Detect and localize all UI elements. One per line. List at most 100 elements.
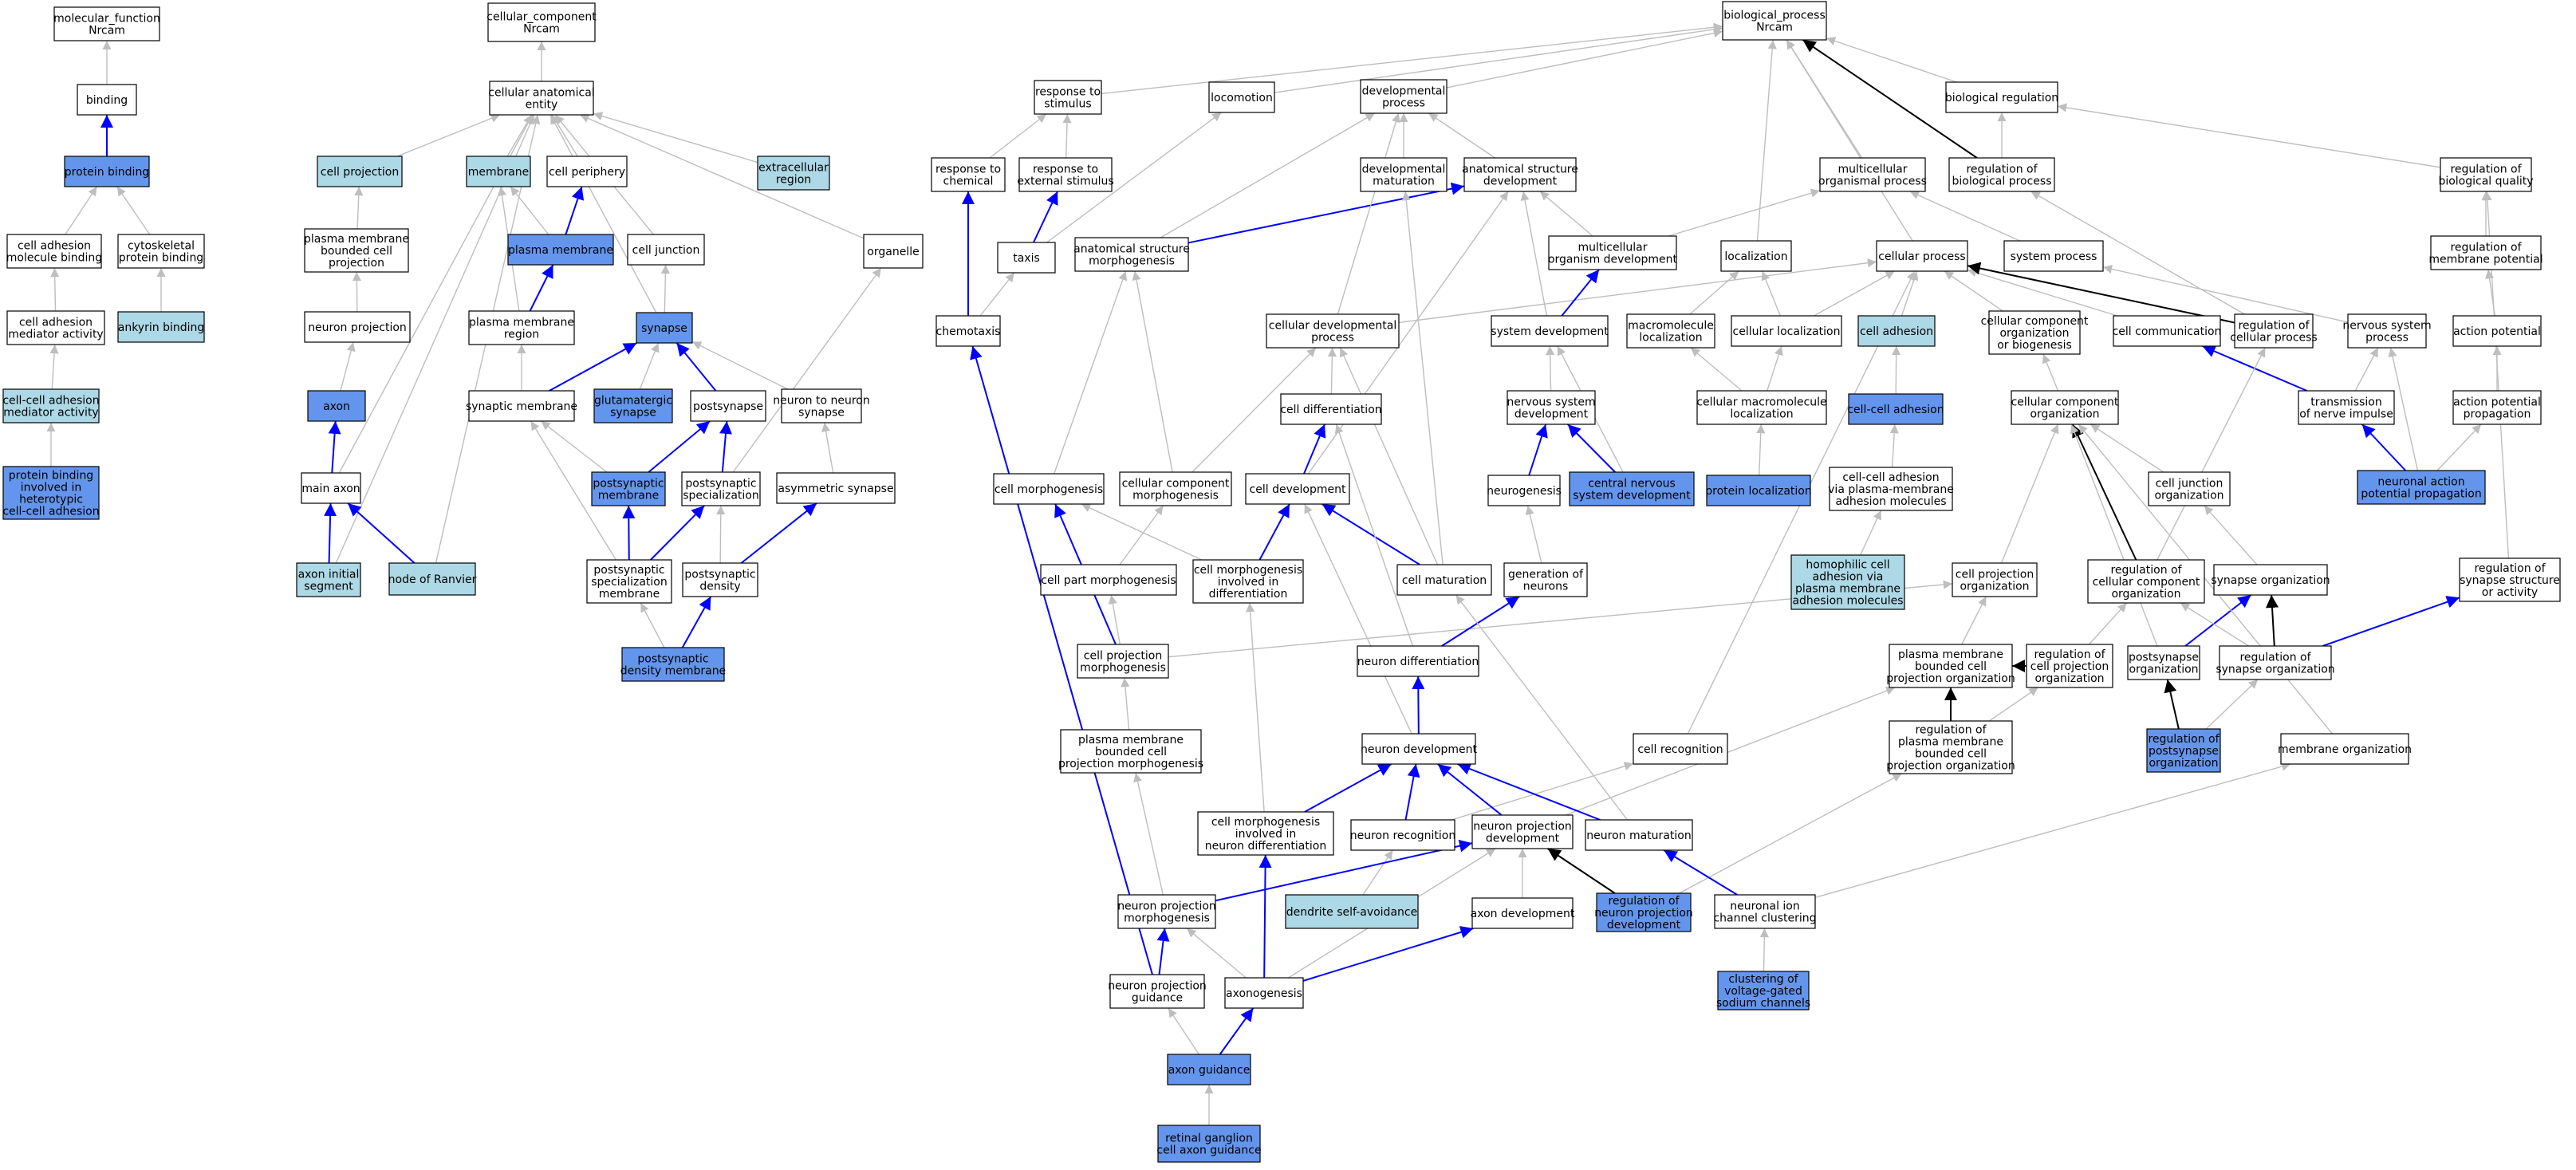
- node-label-line: central nervous: [1588, 478, 1676, 490]
- edge-npmorph-to-npdev: [1215, 839, 1473, 902]
- go-term-node: neuron development: [1361, 733, 1478, 765]
- node-box: [1034, 80, 1102, 115]
- node-label-line: cell axon guidance: [1156, 1144, 1261, 1157]
- edge-pm-to-cellperiph: [565, 186, 585, 235]
- edge-cmineurdiff-to-neurdev: [1304, 763, 1392, 813]
- edge-cellpartmorph-to-ccmorph: [1119, 505, 1164, 565]
- node-box: [1585, 819, 1693, 851]
- node-label-line: adhesion via: [1813, 571, 1884, 584]
- node-box: [77, 84, 137, 116]
- node-box: [1731, 315, 1842, 347]
- go-term-node: dendrite self-avoidance: [1285, 894, 1419, 929]
- node-label-line: macromolecule: [1628, 320, 1714, 333]
- edge-dendself-to-neurrecog: [1362, 849, 1393, 896]
- node-label-line: cell junction: [2156, 478, 2223, 490]
- node-label-line: organismal process: [1818, 175, 1927, 188]
- node-box: [1463, 157, 1577, 192]
- node-box: [2127, 645, 2200, 680]
- edge-axonogenesis-to-axondev: [1302, 926, 1474, 982]
- node-label-line: Nrcam: [1756, 22, 1793, 34]
- node-label-line: dendrite self-avoidance: [1286, 906, 1417, 919]
- node-box: [1952, 562, 2038, 597]
- edge-genneur-to-neurogenesis: [1525, 505, 1542, 564]
- node-label-line: synaptic membrane: [466, 400, 577, 413]
- edge-axonguid-to-npguid: [1168, 1007, 1199, 1055]
- node-label-line: cell adhesion: [1860, 325, 1933, 338]
- go-term-node: cell maturation: [1396, 564, 1492, 596]
- node-label-line: organelle: [867, 246, 919, 258]
- node-label-line: development: [1607, 919, 1681, 932]
- edge-devproc-to-bp: [1446, 29, 1723, 89]
- node-box: [591, 471, 666, 506]
- node-label-line: molecular_function: [53, 13, 160, 26]
- node-label-line: organization: [1960, 581, 2029, 593]
- node-label-line: neurogenesis: [1487, 485, 1562, 498]
- go-term-node: cell development: [1245, 473, 1350, 505]
- edge-regccorg-to-ccorg: [2071, 423, 2137, 561]
- node-label-line: guidance: [1132, 992, 1183, 1005]
- node-box: [1569, 471, 1695, 506]
- node-label-line: cytoskeletal: [128, 240, 195, 253]
- node-box: [1948, 157, 2055, 192]
- node-label-line: via plasma-membrane: [1828, 483, 1954, 496]
- edge-nsproc-to-sysproc: [2102, 264, 2349, 323]
- edge-cellloc-to-cellproc: [1814, 270, 1895, 317]
- node-box: [1117, 894, 1216, 929]
- node-box: [2440, 157, 2532, 192]
- node-label-line: of nerve impulse: [2299, 408, 2393, 421]
- go-term-node: neuron projection: [304, 311, 411, 343]
- node-box: [2452, 390, 2542, 425]
- node-label-line: entity: [526, 99, 558, 112]
- node-label-line: adhesion molecules: [1792, 595, 1903, 608]
- edge-taxis-to-respext: [1033, 191, 1059, 243]
- node-label-line: cell junction: [632, 244, 700, 257]
- node-label-line: mediator activity: [8, 329, 103, 341]
- node-label-line: synapse: [798, 407, 845, 420]
- node-box: [487, 2, 596, 42]
- go-term-node: neuron recognition: [1350, 819, 1455, 851]
- edge-psdmem-to-psd: [681, 596, 712, 648]
- node-box: [546, 156, 628, 187]
- node-label-line: biological process: [1952, 175, 2052, 188]
- node-label-line: postsynaptic: [684, 569, 755, 581]
- node-box: [1829, 467, 1953, 511]
- node-label-line: involved in: [21, 482, 82, 494]
- node-label-line: postsynapse: [693, 400, 763, 413]
- node-box: [636, 312, 693, 344]
- go-term-node: cell part morphogenesis: [1040, 564, 1177, 596]
- go-term-node: cell adhesion: [1857, 315, 1936, 347]
- node-label-line: cellular process: [1878, 250, 1965, 263]
- node-label-line: density: [699, 581, 740, 593]
- edge-synmem-to-synapse: [549, 342, 637, 392]
- edge-cellmorph-to-asmorph: [1054, 270, 1128, 475]
- edge-postsynmem-to-postsyn: [648, 420, 711, 473]
- edge-neurogenesis-to-nsdev: [1528, 423, 1548, 476]
- node-label-line: plasma membrane: [1898, 736, 2003, 749]
- node-box: [776, 472, 896, 504]
- edge-cytoprot-to-protbind: [116, 186, 151, 235]
- node-box: [1040, 564, 1177, 596]
- node-box: [2087, 559, 2205, 604]
- node-box: [1988, 310, 2081, 355]
- node-label-line: plasma membrane: [508, 244, 613, 257]
- node-label-line: neuron maturation: [1586, 829, 1691, 842]
- node-label-line: developmental: [1362, 85, 1446, 98]
- edge-pssm-to-synmem: [530, 420, 617, 561]
- node-label-line: plasma membrane: [1898, 648, 2003, 661]
- go-term-node: membrane organization: [2278, 733, 2412, 765]
- node-label-line: locomotion: [1211, 92, 1273, 104]
- edge-celldevproc-to-cellproc: [1398, 258, 1877, 324]
- node-label-line: cellular component: [1122, 478, 1230, 490]
- node-label-line: segment: [304, 581, 353, 593]
- node-label-line: heterotypic: [19, 494, 83, 506]
